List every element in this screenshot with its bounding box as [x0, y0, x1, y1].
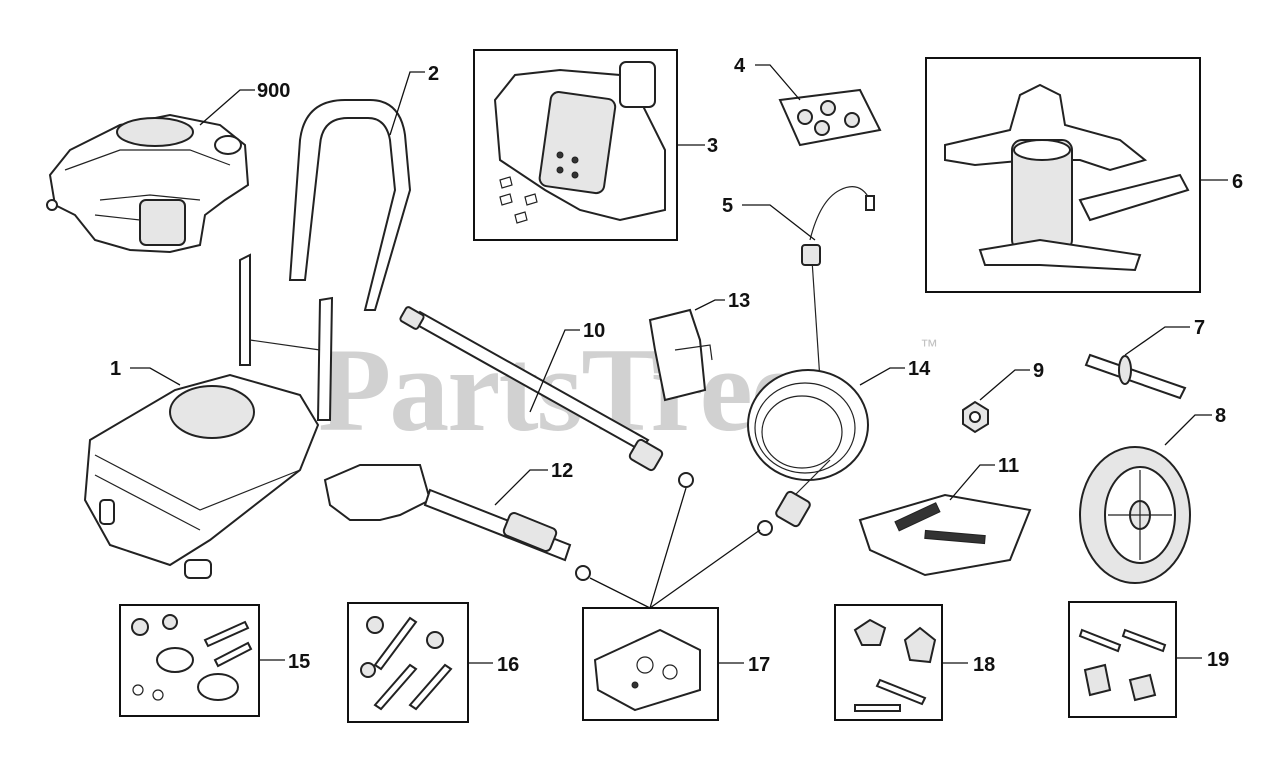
callout-12: 12 [551, 460, 573, 482]
part-10-lance[interactable] [399, 306, 694, 488]
part-6-box [925, 57, 1201, 293]
part-6-pump[interactable] [944, 83, 1190, 272]
callout-7: 7 [1194, 317, 1205, 339]
callout-900: 900 [257, 80, 290, 102]
part-19-hardware[interactable] [1078, 628, 1167, 702]
callout-16: 16 [497, 654, 519, 676]
watermark-text: PartsTree [318, 323, 802, 456]
callout-1: 1 [110, 358, 121, 380]
part-13-holder[interactable] [648, 308, 713, 402]
callout-10: 10 [583, 320, 605, 342]
callout-19: 19 [1207, 649, 1229, 671]
callout-3: 3 [707, 135, 718, 157]
part-17-oring-kit[interactable] [593, 628, 701, 712]
callout-8: 8 [1215, 405, 1226, 427]
part-18-hardware[interactable] [853, 618, 937, 712]
part-5-detergent-tube[interactable] [801, 186, 875, 381]
callout-15: 15 [288, 651, 310, 673]
part-2-handle[interactable] [288, 99, 412, 311]
callout-17: 17 [748, 654, 770, 676]
part-19-box [1068, 601, 1177, 718]
leader-lines [130, 64, 1228, 664]
part-8-wheel[interactable] [1079, 446, 1191, 584]
callout-9: 9 [1033, 360, 1044, 382]
part-12-gun[interactable] [323, 464, 591, 581]
part-15-hardware[interactable] [131, 614, 253, 701]
part-14-hose[interactable] [747, 369, 869, 536]
callout-2: 2 [428, 63, 439, 85]
callout-5: 5 [722, 195, 733, 217]
part-1-frame[interactable] [83, 253, 334, 579]
part-9-nut[interactable] [962, 400, 989, 434]
callout-18: 18 [973, 654, 995, 676]
callout-13: 13 [728, 290, 750, 312]
watermark-trademark: ™ [920, 336, 938, 356]
part-16-hardware[interactable] [360, 616, 453, 711]
part-3-control-panel[interactable] [493, 61, 666, 224]
callout-14: 14 [908, 358, 931, 380]
callout-11: 11 [998, 455, 1019, 477]
part-7-axle[interactable] [1084, 353, 1187, 400]
callout-6: 6 [1232, 171, 1243, 193]
callout-4: 4 [734, 55, 746, 77]
part-4-nozzle-kit[interactable] [778, 88, 882, 147]
part-11-decals[interactable] [858, 493, 1032, 577]
part-900-engine[interactable] [46, 113, 250, 254]
